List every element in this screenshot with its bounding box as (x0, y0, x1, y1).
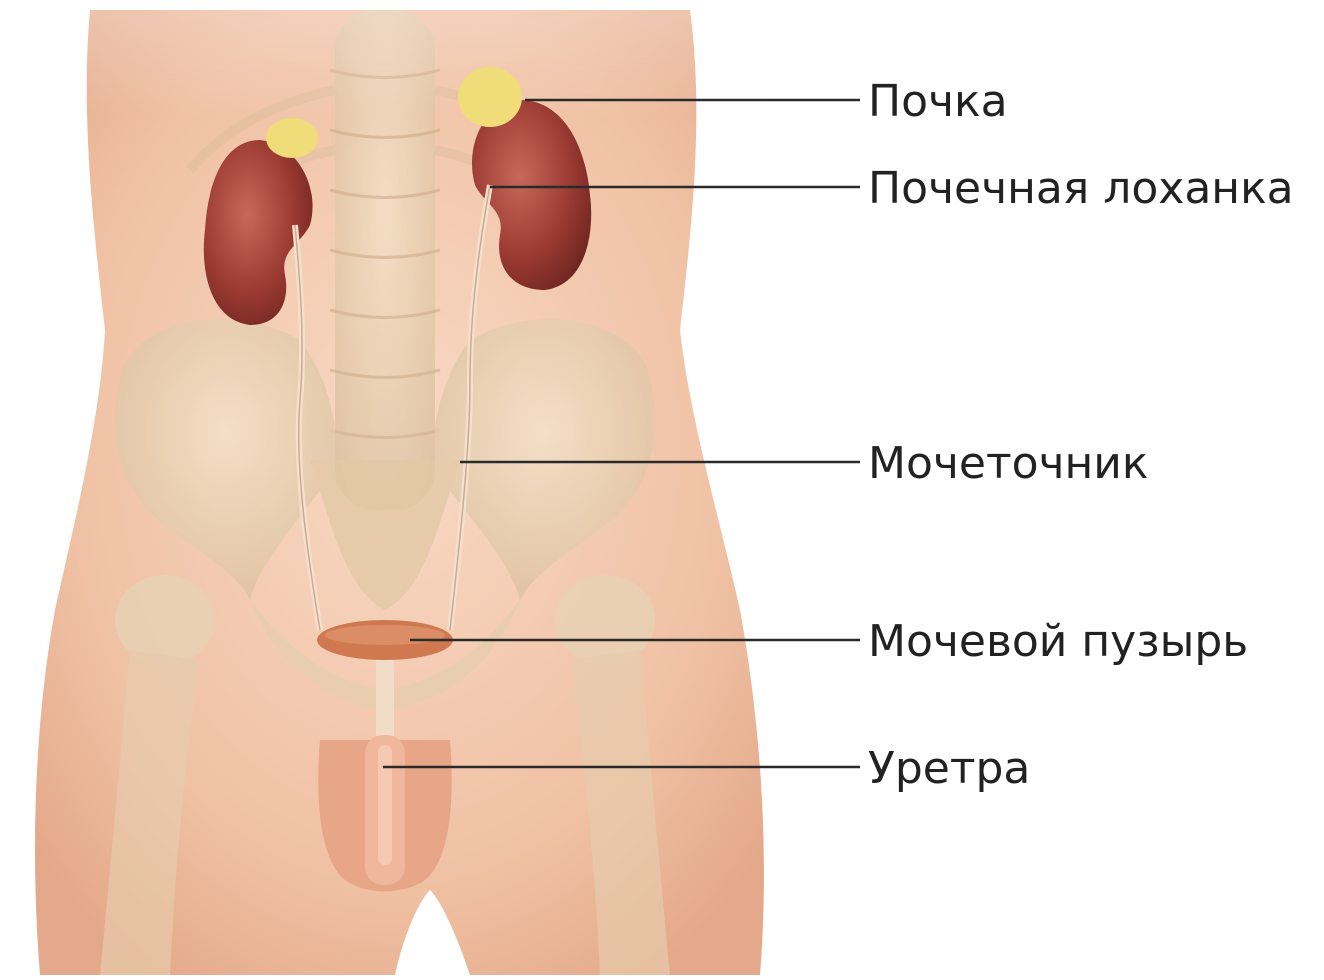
label-ureter: Мочеточник (868, 438, 1148, 489)
label-bladder: Мочевой пузырь (868, 616, 1248, 667)
label-urethra: Уретра (868, 743, 1030, 794)
label-renal-pelvis: Почечная лоханка (868, 163, 1294, 214)
labels: Почка Почечная лоханка Мочеточник Мочево… (868, 76, 1294, 794)
label-kidney: Почка (868, 76, 1008, 127)
